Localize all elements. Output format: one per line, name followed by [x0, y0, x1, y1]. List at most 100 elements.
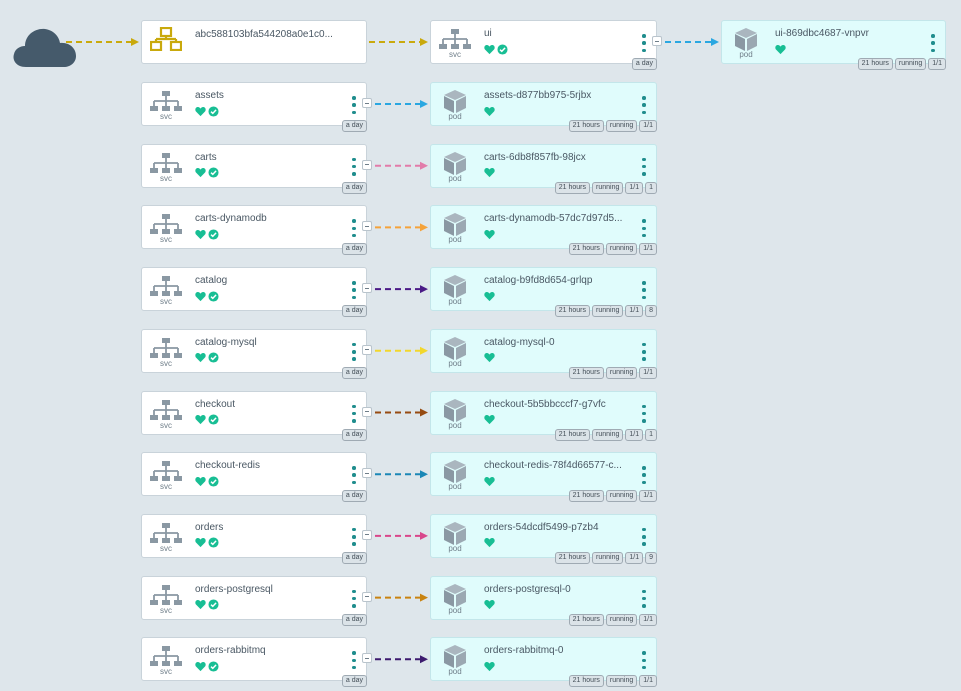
collapse-icon[interactable] [362, 591, 372, 602]
kebab-menu-icon[interactable] [351, 96, 357, 114]
info-badge: running [894, 58, 927, 70]
info-badge: 1/1 [625, 181, 644, 194]
ingress-node[interactable]: abc588103bfa544208a0e1c0... [141, 20, 367, 64]
service-node[interactable]: svc checkout a day [141, 390, 372, 441]
cube-icon [444, 583, 466, 607]
kebab-menu-icon[interactable] [641, 342, 647, 361]
kebab-menu-icon[interactable] [930, 34, 936, 52]
info-badge: 1 [645, 181, 657, 194]
status-icons [195, 599, 219, 611]
collapse-icon[interactable] [362, 529, 372, 540]
kebab-menu-icon[interactable] [641, 466, 647, 485]
kebab-menu-icon[interactable] [351, 589, 357, 608]
kebab-menu-icon[interactable] [351, 651, 357, 670]
resource-kind: svc [449, 50, 461, 59]
info-badge: 21 hours [857, 58, 893, 70]
resource-kind: pod [448, 112, 462, 121]
status-icons [484, 352, 495, 364]
kebab-menu-icon[interactable] [351, 342, 357, 361]
kebab-menu-icon[interactable] [351, 404, 357, 423]
cube-icon [444, 275, 466, 299]
info-badge: 1/1 [928, 58, 946, 70]
kebab-menu-icon[interactable] [351, 157, 357, 176]
kebab-menu-icon[interactable] [641, 651, 647, 670]
cube-icon [444, 151, 466, 175]
info-badge: 1/1 [625, 428, 644, 441]
kebab-menu-icon[interactable] [641, 34, 647, 52]
kebab-menu-icon[interactable] [351, 466, 357, 485]
edge-arrowhead [420, 161, 428, 170]
badge-group: a day [341, 120, 367, 132]
edge-arrowhead [420, 346, 428, 355]
badge-group: a day [341, 428, 367, 441]
kebab-menu-icon[interactable] [351, 527, 357, 546]
kebab-menu-icon[interactable] [641, 219, 647, 238]
collapse-icon[interactable] [362, 406, 372, 417]
info-badge: a day [341, 305, 367, 318]
collapse-icon[interactable] [362, 344, 372, 355]
status-icons [195, 167, 219, 179]
collapse-icon[interactable] [362, 468, 372, 479]
collapse-icon[interactable] [652, 36, 662, 46]
kebab-menu-icon[interactable] [641, 589, 647, 608]
badge-group: a day [631, 58, 657, 70]
sitemap-icon [150, 91, 182, 111]
heart-icon [195, 106, 206, 116]
collapse-icon[interactable] [362, 98, 372, 108]
info-badge: 1/1 [639, 243, 657, 256]
edge-arrowhead [420, 285, 428, 294]
info-badge: a day [341, 243, 367, 256]
collapse-icon[interactable] [362, 653, 372, 664]
cube-icon [444, 213, 466, 237]
info-badge: 1/1 [639, 366, 657, 379]
service-name: checkout-redis [195, 460, 261, 472]
heart-icon [195, 538, 206, 548]
collapse-icon[interactable] [362, 221, 372, 232]
kebab-menu-icon[interactable] [351, 281, 357, 300]
kebab-menu-icon[interactable] [351, 219, 357, 238]
info-badge: 21 hours [568, 366, 604, 379]
kebab-menu-icon[interactable] [641, 404, 647, 423]
edge-arrowhead [711, 38, 719, 46]
info-badge: 1 [645, 428, 657, 441]
kebab-menu-icon[interactable] [641, 96, 647, 114]
resource-kind: svc [160, 420, 172, 430]
status-icons [195, 475, 219, 487]
kebab-menu-icon[interactable] [641, 281, 647, 300]
kebab-menu-icon[interactable] [641, 527, 647, 546]
service-name: orders-postgresql [195, 583, 273, 595]
collapse-icon[interactable] [362, 283, 372, 294]
status-icons [195, 105, 219, 117]
resource-kind: pod [448, 173, 462, 183]
collapse-icon[interactable] [362, 159, 372, 170]
kebab-menu-icon[interactable] [641, 157, 647, 176]
service-name: checkout [195, 398, 236, 410]
